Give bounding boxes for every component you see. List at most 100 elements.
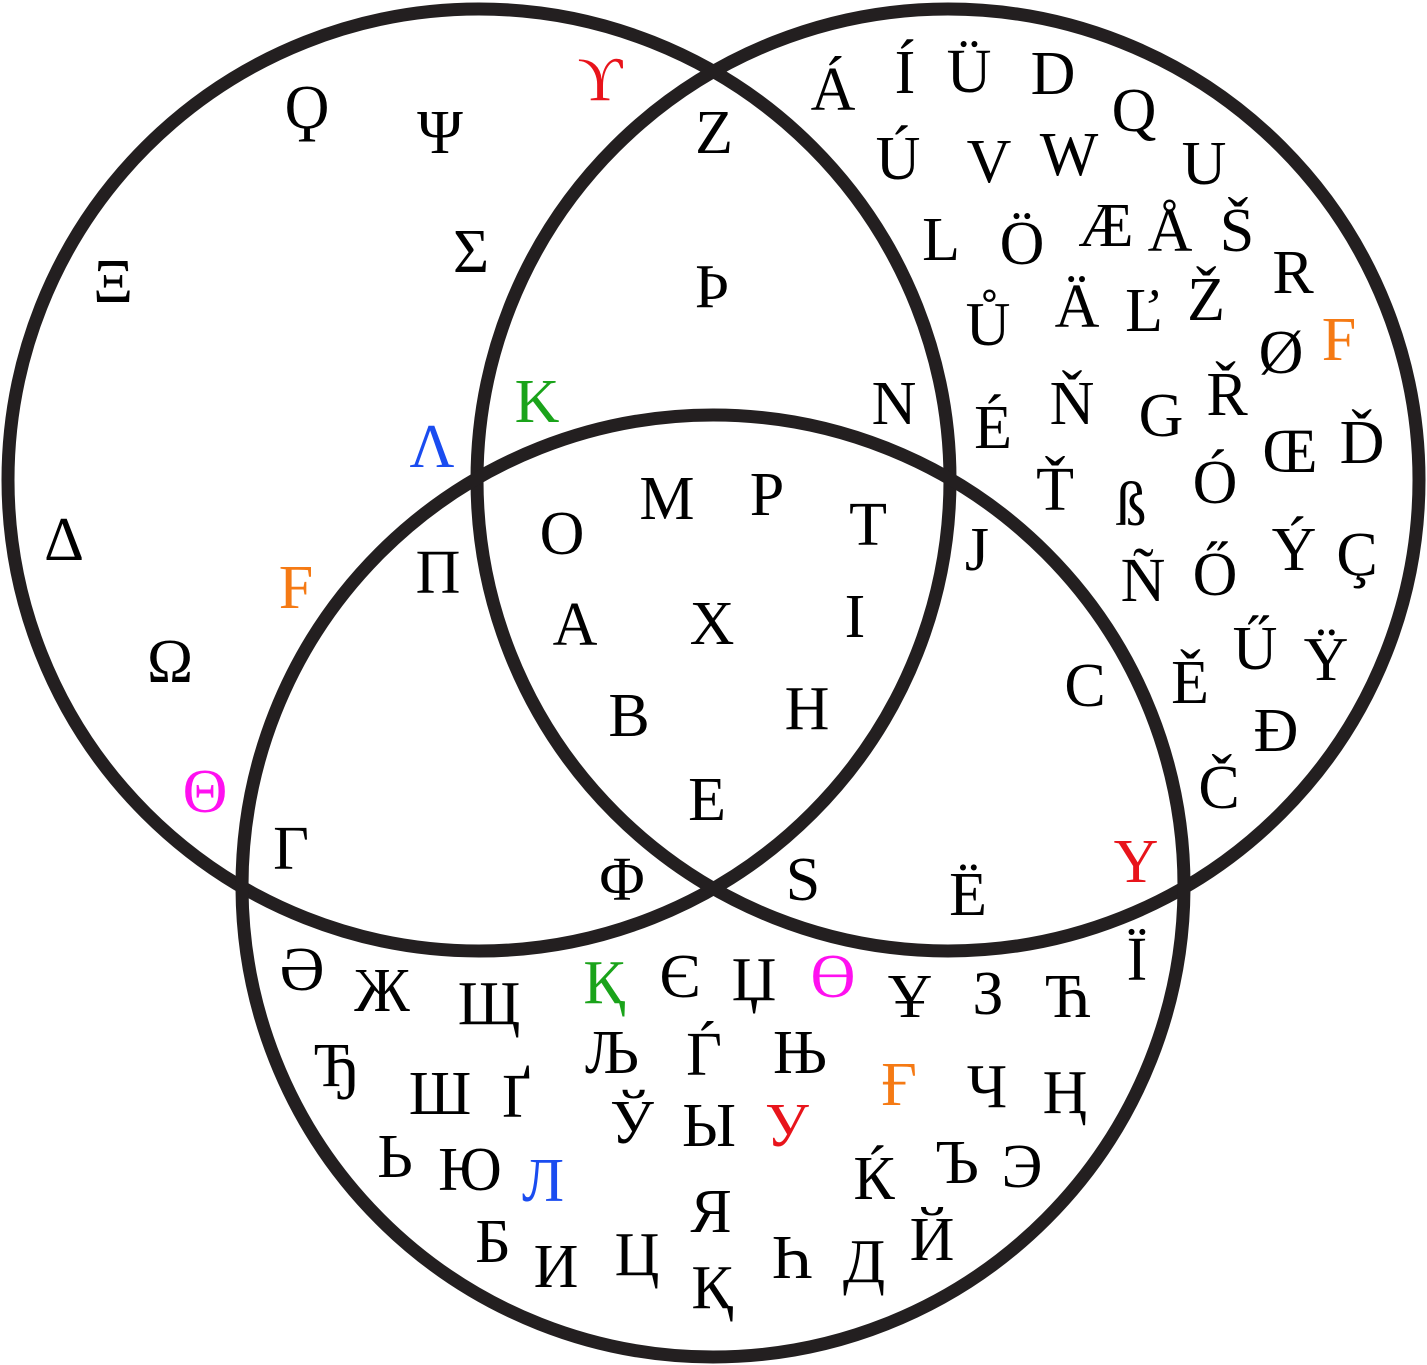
greek-cyrillic-letter: Π xyxy=(415,539,461,607)
shared-letter: O xyxy=(539,500,585,568)
cyrillic-only-letter: Ю xyxy=(438,1136,502,1204)
latin-only-letter: Š xyxy=(1219,197,1255,265)
greek-only-letter: Θ xyxy=(182,758,228,826)
cyrillic-only-letter: Ы xyxy=(681,1092,737,1160)
shared-letter: I xyxy=(844,583,866,651)
greek-only-letter: ϒ xyxy=(577,46,623,114)
greek-only-letter: Σ xyxy=(452,218,490,286)
cyrillic-only-letter: Ї xyxy=(1126,926,1148,994)
latin-only-letter: Í xyxy=(894,39,916,107)
greek-latin-letter: Z xyxy=(695,99,733,167)
cyrillic-only-letter: Л xyxy=(521,1147,565,1215)
latin-cyrillic-letter: Y xyxy=(1113,828,1159,896)
latin-only-letter: Ř xyxy=(1206,361,1248,429)
latin-only-letter: G xyxy=(1138,382,1184,450)
cyrillic-only-letter: Њ xyxy=(772,1019,828,1087)
latin-only-letter: Ú xyxy=(875,125,921,193)
greek-cyrillic-letter: Φ xyxy=(599,846,645,914)
shared-letter: A xyxy=(552,591,598,659)
latin-only-letter: Ő xyxy=(1192,541,1238,609)
shared-letter: T xyxy=(849,491,887,559)
greek-cyrillic-letter: Γ xyxy=(273,815,309,883)
latin-only-letter: D xyxy=(1030,40,1076,108)
shared-letter: E xyxy=(688,766,726,834)
latin-only-letter: Ý xyxy=(1271,516,1317,584)
latin-only-letter: Ø xyxy=(1258,319,1304,387)
greek-latin-letter: Þ xyxy=(694,253,730,321)
latin-only-letter: L xyxy=(922,206,960,274)
latin-only-letter: Ě xyxy=(1171,649,1209,717)
greek-only-letter: F xyxy=(278,554,314,622)
latin-cyrillic-letter: Ë xyxy=(949,861,987,929)
greek-only-letter: Λ xyxy=(409,413,455,481)
shared-letter: B xyxy=(608,682,650,750)
latin-only-letter: R xyxy=(1272,239,1314,307)
cyrillic-only-letter: Ґ xyxy=(502,1063,530,1131)
cyrillic-only-letter: Џ xyxy=(731,946,777,1014)
cyrillic-only-letter: Һ xyxy=(771,1224,813,1292)
cyrillic-only-letter: Ж xyxy=(354,957,410,1025)
cyrillic-only-letter: Ђ xyxy=(313,1032,361,1100)
latin-cyrillic-letter: C xyxy=(1064,652,1106,720)
latin-only-letter: Ď xyxy=(1339,409,1385,477)
latin-only-letter: U xyxy=(1181,130,1227,198)
cyrillic-only-letter: Ұ xyxy=(887,963,933,1031)
cyrillic-only-letter: Қ xyxy=(583,949,625,1017)
latin-only-letter: Ç xyxy=(1336,521,1378,589)
cyrillic-only-letter: Щ xyxy=(457,970,521,1038)
latin-only-letter: Å xyxy=(1147,197,1193,265)
cyrillic-only-letter: Љ xyxy=(584,1019,640,1087)
cyrillic-only-letter: Ə xyxy=(279,936,325,1004)
latin-only-letter: V xyxy=(966,128,1012,196)
cyrillic-only-letter: Ң xyxy=(1042,1059,1088,1127)
cyrillic-only-letter: И xyxy=(533,1233,579,1301)
latin-only-letter: Ň xyxy=(1049,370,1095,438)
latin-only-letter: Ľ xyxy=(1125,277,1163,345)
cyrillic-only-letter: У xyxy=(765,1092,809,1160)
cyrillic-only-letter: Ь xyxy=(377,1123,413,1191)
latin-only-letter: Đ xyxy=(1253,697,1299,765)
cyrillic-only-letter: Ғ xyxy=(881,1051,917,1119)
latin-only-letter: Ü xyxy=(946,38,992,106)
cyrillic-only-letter: Ө xyxy=(810,943,856,1011)
latin-only-letter: Ů xyxy=(965,291,1011,359)
cyrillic-only-letter: Ц xyxy=(614,1221,660,1289)
shared-letter: H xyxy=(784,675,830,743)
latin-only-letter: Ű xyxy=(1232,615,1278,683)
cyrillic-only-letter: Й xyxy=(909,1206,955,1274)
greek-only-letter: Ξ xyxy=(93,248,133,316)
latin-only-letter: Ž xyxy=(1187,266,1225,334)
latin-only-letter: Ö xyxy=(999,210,1045,278)
latin-only-letter: W xyxy=(1039,121,1099,189)
latin-only-letter: Ñ xyxy=(1120,547,1166,615)
greek-latin-letter: N xyxy=(871,370,917,438)
shared-letter: M xyxy=(639,465,695,533)
greek-latin-letter: K xyxy=(514,368,560,436)
latin-only-letter: Ä xyxy=(1054,273,1100,341)
latin-only-letter: Æ xyxy=(1078,192,1134,260)
latin-only-letter: É xyxy=(974,394,1012,462)
cyrillic-only-letter: Д xyxy=(842,1228,886,1296)
cyrillic-only-letter: Б xyxy=(475,1208,511,1276)
latin-only-letter: Č xyxy=(1198,754,1240,822)
cyrillic-only-letter: Қ xyxy=(691,1254,733,1322)
greek-only-letter: Ψ xyxy=(417,99,463,167)
cyrillic-only-letter: Я xyxy=(690,1178,732,1246)
cyrillic-only-letter: Ћ xyxy=(1045,963,1091,1031)
cyrillic-only-letter: Ќ xyxy=(853,1145,895,1213)
cyrillic-set-circle xyxy=(235,408,1191,1364)
cyrillic-only-letter: Ш xyxy=(408,1060,472,1128)
cyrillic-only-letter: Є xyxy=(659,943,701,1011)
cyrillic-only-letter: Ѓ xyxy=(686,1021,722,1089)
greek-only-letter: Δ xyxy=(44,506,84,574)
cyrillic-only-letter: Ъ xyxy=(935,1129,979,1197)
latin-only-letter: Ÿ xyxy=(1303,626,1349,694)
greek-only-letter: Ϙ xyxy=(284,74,330,142)
latin-only-letter: Q xyxy=(1111,77,1157,145)
latin-only-letter: Ť xyxy=(1036,456,1074,524)
latin-only-letter: F xyxy=(1321,306,1357,374)
cyrillic-only-letter: Ч xyxy=(966,1053,1008,1121)
cyrillic-only-letter: Ў xyxy=(610,1089,654,1157)
latin-only-letter: Ó xyxy=(1192,449,1238,517)
